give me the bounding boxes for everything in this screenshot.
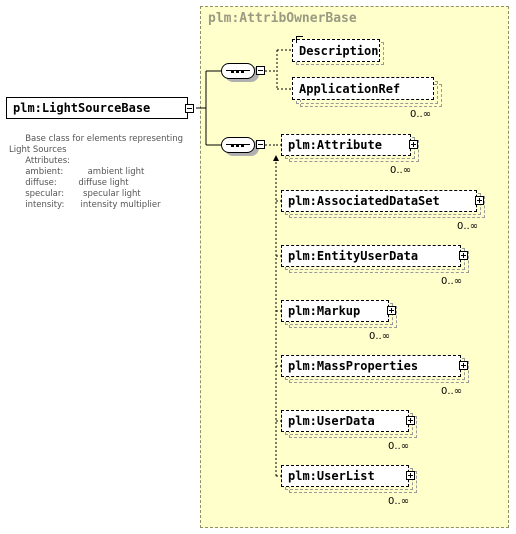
multiplicity-label: 0..∞ <box>390 165 412 176</box>
associated-data-set-element[interactable]: plm:AssociatedDataSet <box>281 190 477 212</box>
sequence-compositor-1[interactable] <box>221 63 255 79</box>
doc-line: Base class for elements representing <box>9 134 183 144</box>
application-ref-element[interactable]: ApplicationRef <box>292 77 434 100</box>
entity-user-data-expand-icon[interactable] <box>459 251 468 260</box>
multiplicity-label: 0..∞ <box>457 221 479 232</box>
doc-line: Light Sources <box>9 145 67 155</box>
multiplicity-label: 0..∞ <box>441 276 463 287</box>
multiplicity-label: 0..∞ <box>388 496 410 507</box>
multiplicity-label: 0..∞ <box>369 331 391 342</box>
associated-data-set-label: plm:AssociatedDataSet <box>288 194 440 208</box>
mass-properties-expand-icon[interactable] <box>459 361 468 370</box>
doc-line: Attributes: <box>9 156 71 166</box>
multiplicity-label: 0..∞ <box>388 441 410 452</box>
attribute-label: plm:Attribute <box>288 138 382 152</box>
attribute-element[interactable]: plm:Attribute <box>281 134 411 156</box>
sequence-2-collapse-icon[interactable] <box>256 140 265 149</box>
multiplicity-label: 0..∞ <box>410 109 432 120</box>
description-label: Description <box>299 43 379 58</box>
multiplicity-label: 0..∞ <box>441 386 463 397</box>
doc-line: ambient: ambient light <box>9 167 145 177</box>
user-list-expand-icon[interactable] <box>406 471 415 480</box>
application-ref-label: ApplicationRef <box>299 81 401 96</box>
entity-user-data-element[interactable]: plm:EntityUserData <box>281 245 461 267</box>
root-element-box[interactable]: plm:LightSourceBase <box>6 97 188 119</box>
mass-properties-label: plm:MassProperties <box>288 359 419 373</box>
description-element[interactable]: Description <box>292 39 380 62</box>
user-data-expand-icon[interactable] <box>406 416 415 425</box>
user-list-label: plm:UserList <box>288 469 375 483</box>
annotation-marker-icon <box>296 36 303 43</box>
associated-data-set-expand-icon[interactable] <box>475 196 484 205</box>
sequence-compositor-2[interactable] <box>221 137 255 153</box>
markup-label: plm:Markup <box>288 304 361 318</box>
doc-line: diffuse: diffuse light <box>9 178 129 188</box>
mass-properties-element[interactable]: plm:MassProperties <box>281 355 461 377</box>
root-element-label: plm:LightSourceBase <box>13 101 151 115</box>
group-title: plm:AttribOwnerBase <box>208 11 357 26</box>
doc-line: intensity: intensity multiplier <box>9 200 161 210</box>
root-collapse-icon[interactable] <box>185 104 194 113</box>
attribute-expand-icon[interactable] <box>409 140 418 149</box>
markup-expand-icon[interactable] <box>387 306 396 315</box>
documentation-text: Base class for elements representing Lig… <box>9 134 189 211</box>
sequence-1-collapse-icon[interactable] <box>256 66 265 75</box>
markup-element[interactable]: plm:Markup <box>281 300 389 322</box>
user-data-element[interactable]: plm:UserData <box>281 410 409 432</box>
entity-user-data-label: plm:EntityUserData <box>288 249 419 263</box>
user-data-label: plm:UserData <box>288 414 375 428</box>
user-list-element[interactable]: plm:UserList <box>281 465 409 487</box>
doc-line: specular: specular light <box>9 189 141 199</box>
